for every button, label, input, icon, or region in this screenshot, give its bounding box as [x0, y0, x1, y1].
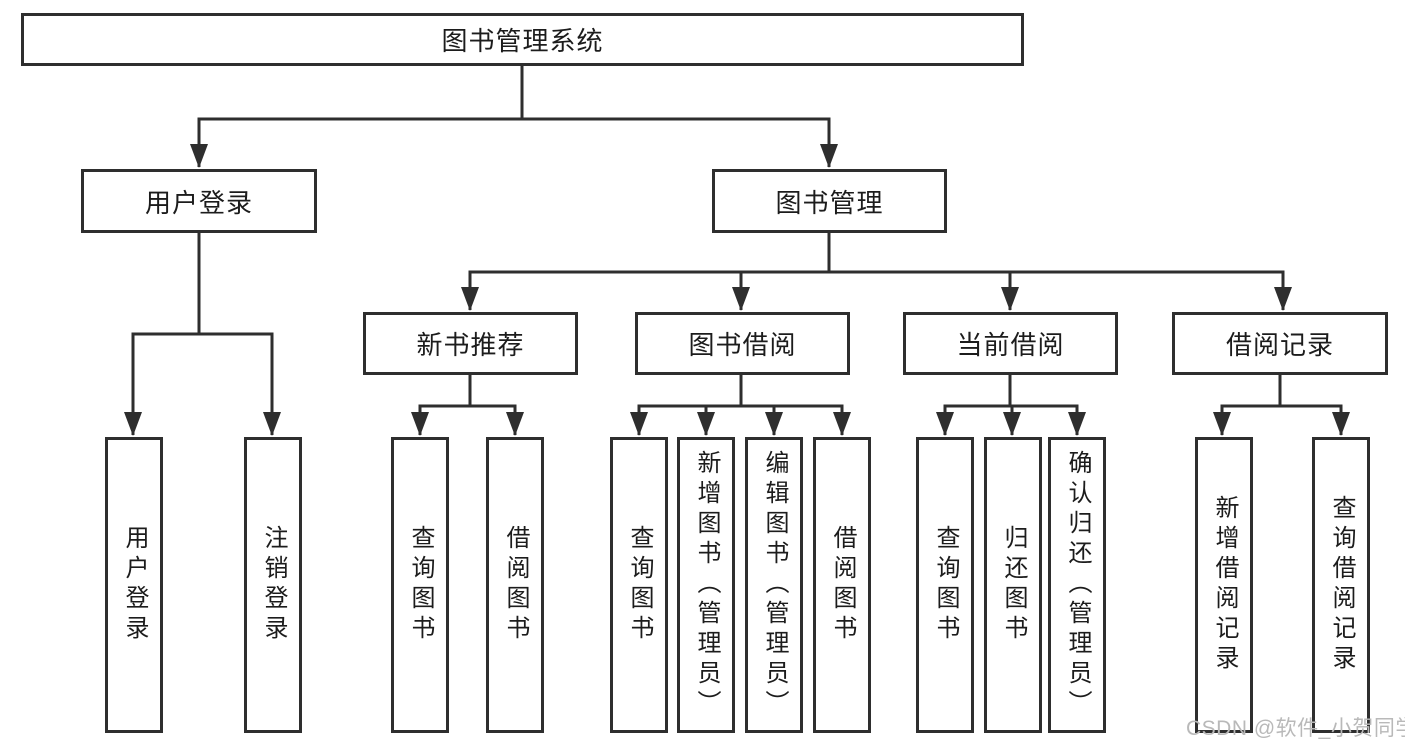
node-book-borrowing: 图书借阅 — [635, 312, 850, 375]
leaf-borrow-book: 借阅图书 — [813, 437, 871, 733]
leaf-query-borrow-record: 查询借阅记录 — [1312, 437, 1370, 733]
leaf-query-book: 查询图书 — [916, 437, 974, 733]
leaf-query-book: 查询图书 — [391, 437, 449, 733]
leaf-label: 新增借阅记录 — [1211, 495, 1238, 675]
node-new-book-recommend: 新书推荐 — [363, 312, 578, 375]
leaf-label: 借阅图书 — [502, 525, 529, 645]
leaf-user-login: 用户登录 — [105, 437, 163, 733]
node-label: 图书管理系统 — [441, 26, 604, 56]
leaf-return-book: 归还图书 — [984, 437, 1042, 733]
node-library-management-system: 图书管理系统 — [21, 13, 1024, 66]
csdn-watermark: CSDN @软件_小贺同学 — [1186, 717, 1405, 740]
leaf-label: 确认归还（管理员） — [1064, 450, 1091, 720]
node-borrowing-records: 借阅记录 — [1172, 312, 1388, 375]
node-label: 图书管理 — [775, 187, 884, 218]
leaf-label: 注销登录 — [260, 525, 287, 645]
node-label: 当前借阅 — [956, 330, 1065, 360]
leaf-edit-book-admin: 编辑图书（管理员） — [745, 437, 803, 733]
leaf-label: 新增图书（管理员） — [693, 450, 720, 720]
node-label: 借阅记录 — [1225, 330, 1334, 360]
leaf-add-borrow-record: 新增借阅记录 — [1195, 437, 1253, 733]
leaf-add-book-admin: 新增图书（管理员） — [677, 437, 735, 733]
leaf-label: 查询借阅记录 — [1328, 495, 1355, 675]
node-current-borrowing: 当前借阅 — [903, 312, 1118, 375]
leaf-label: 归还图书 — [1000, 525, 1027, 645]
leaf-query-book: 查询图书 — [610, 437, 668, 733]
node-book-management-branch: 图书管理 — [712, 169, 947, 233]
node-label: 用户登录 — [144, 187, 253, 218]
leaf-logout: 注销登录 — [244, 437, 302, 733]
leaf-label: 查询图书 — [626, 525, 653, 645]
leaf-label: 查询图书 — [932, 525, 959, 645]
leaf-label: 编辑图书（管理员） — [761, 450, 788, 720]
node-label: 新书推荐 — [416, 330, 525, 360]
leaf-label: 借阅图书 — [829, 525, 856, 645]
leaf-confirm-return-admin: 确认归还（管理员） — [1048, 437, 1106, 733]
leaf-label: 查询图书 — [407, 525, 434, 645]
node-user-login-branch: 用户登录 — [81, 169, 317, 233]
node-label: 图书借阅 — [688, 330, 797, 360]
leaf-borrow-book: 借阅图书 — [486, 437, 544, 733]
leaf-label: 用户登录 — [121, 525, 148, 645]
